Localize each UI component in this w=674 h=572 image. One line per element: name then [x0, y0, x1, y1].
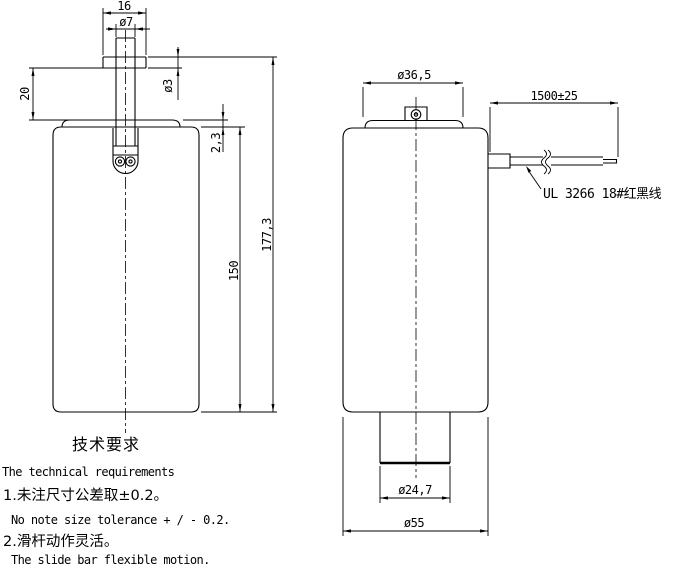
- dim-label-150: 150: [227, 260, 241, 282]
- clevis-hole-left: [114, 156, 126, 167]
- dim-label-dia24-7: ø24,7: [398, 483, 432, 497]
- notes-title-zh: 技术要求: [72, 435, 141, 454]
- notes-item1-en: No note size tolerance + / - 0.2.: [11, 513, 230, 527]
- coil-body: [52, 126, 200, 413]
- plunger-rod: [115, 37, 136, 146]
- dim-label-dia55: ø55: [403, 516, 425, 530]
- clevis: [112, 128, 139, 175]
- dim-label-20: 20: [18, 87, 32, 101]
- wire-tip: [603, 158, 618, 164]
- bottom-boss: [379, 412, 451, 465]
- dim-label-16: 16: [117, 0, 131, 13]
- cylinder-body: [342, 127, 489, 413]
- clevis-hole-right: [125, 156, 136, 167]
- side-cap: [364, 119, 464, 129]
- wire-break: [541, 149, 547, 175]
- notes-item2-zh: 2.滑杆动作灵活。: [3, 534, 119, 550]
- notes-title-en: The technical requirements: [2, 465, 175, 479]
- cross-pin: [102, 56, 147, 69]
- wire-connector: [488, 153, 511, 169]
- mounting-plate: [61, 119, 181, 128]
- wire-leader: [526, 166, 542, 190]
- tab-hole: [410, 109, 422, 120]
- front-view-dimensions: [29, 8, 277, 413]
- wire-label: UL 3266 18#红黑线: [543, 187, 662, 202]
- dim-label-2-3: 2,3: [209, 132, 223, 154]
- side-view-dimensions: [342, 81, 619, 536]
- side-view: [342, 97, 618, 478]
- dim-label-dia7: ø7: [119, 15, 133, 29]
- dim-label-dia36-5: ø36,5: [397, 68, 431, 82]
- notes-item2-en: The slide bar flexible motion.: [11, 553, 210, 567]
- dim-label-dia3: ø3: [161, 79, 175, 93]
- dim-label-wire-length: 1500±25: [530, 89, 578, 103]
- front-view: [52, 30, 200, 433]
- notes-item1-zh: 1.未注尺寸公差取±0.2。: [3, 488, 169, 504]
- wire: [488, 149, 618, 175]
- top-tab: [404, 106, 428, 120]
- dim-label-177-3: 177,3: [260, 218, 274, 252]
